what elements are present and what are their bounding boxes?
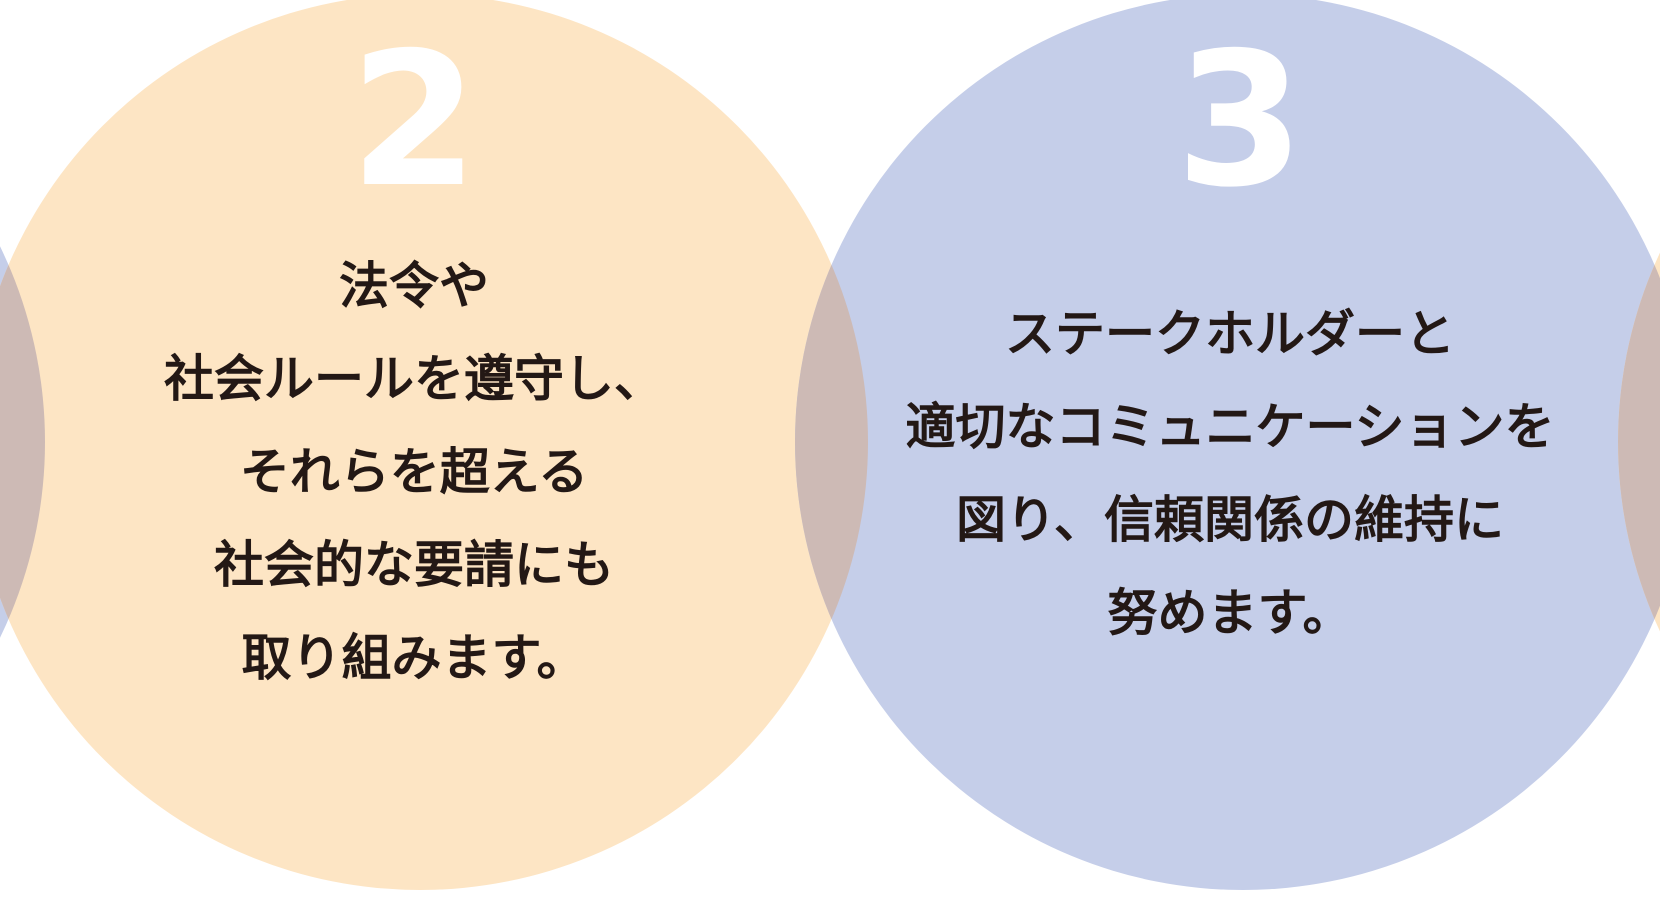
item-3-line: 努めます。 [1107,584,1353,642]
item-2-line: それらを超える [239,443,589,501]
item-3-text: ステークホルダーと 適切なコミュニケーションを 図り、信頼関係の維持に 努めます… [830,288,1630,660]
item-2-line: 法令や [339,257,489,315]
item-3-line: ステークホルダーと [1005,305,1455,363]
overlap-1-2 [0,0,45,890]
item-2-text: 法令や 社会ルールを遵守し、 それらを超える 社会的な要請にも 取り組みます。 [84,240,744,705]
item-2-line: 社会的な要請にも [214,536,614,594]
circle-2 [0,0,868,890]
item-3-number: 3 [1175,12,1305,228]
item-3-line: 図り、信頼関係の維持に [956,491,1504,549]
item-2-line: 社会ルールを遵守し、 [164,350,664,408]
item-2-number: 2 [349,12,479,228]
circle-3 [795,0,1660,890]
item-3-line: 適切なコミュニケーションを [905,398,1555,456]
item-2-line: 取り組みます。 [241,629,587,687]
